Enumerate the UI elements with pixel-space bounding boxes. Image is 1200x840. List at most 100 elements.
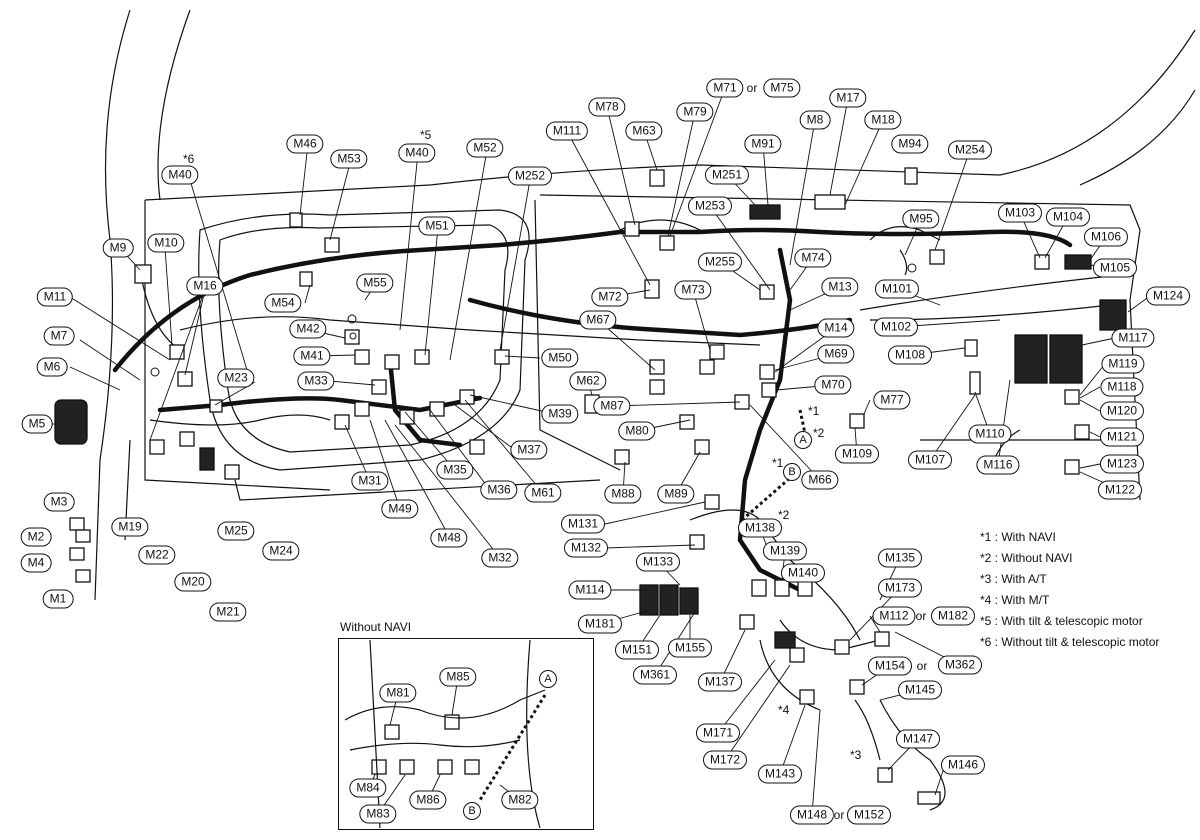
connector-label: M80 — [618, 421, 656, 441]
note-marker: *2 — [813, 426, 825, 440]
connector-label: M4 — [20, 553, 52, 573]
or-text: or — [916, 659, 928, 673]
connector-label: M132 — [563, 538, 609, 558]
connector-label: M36 — [480, 480, 518, 500]
legend-item: *1 : With NAVI — [980, 530, 1056, 544]
connector-label: M137 — [697, 672, 743, 692]
connector-label: M72 — [591, 287, 629, 307]
connector-label: M124 — [1145, 286, 1191, 306]
note-marker: *3 — [850, 748, 862, 762]
connector-label: M35 — [436, 460, 474, 480]
or-text: or — [746, 81, 758, 95]
connector-label: M135 — [877, 548, 923, 568]
connector-label: M74 — [794, 248, 832, 268]
connector-label: M40 — [398, 143, 436, 163]
inset-title: Without NAVI — [340, 620, 412, 634]
connector-label: M109 — [834, 444, 880, 464]
connector-label: M95 — [902, 209, 940, 229]
connector-label: M102 — [873, 317, 919, 337]
connector-label: M171 — [695, 723, 741, 743]
connector-label: M104 — [1045, 207, 1091, 227]
connector-label: M63 — [625, 121, 663, 141]
connector-label: M18 — [864, 110, 902, 130]
or-text: or — [833, 808, 845, 822]
connector-label: M82 — [501, 790, 539, 810]
connector-label: M70 — [814, 375, 852, 395]
note-marker: *1 — [772, 456, 784, 470]
connector-label: M42 — [289, 319, 327, 339]
connector-label: M11 — [36, 287, 74, 307]
connector-label: M24 — [262, 541, 300, 561]
connector-label: M51 — [418, 216, 456, 236]
connector-label: M17 — [829, 88, 867, 108]
connector-label: M66 — [801, 470, 839, 490]
connector-label: M1 — [42, 589, 74, 609]
connector-label: M37 — [510, 440, 548, 460]
connector-label: M119 — [1101, 354, 1145, 374]
connector-label: M32 — [481, 548, 519, 568]
connector-label: M122 — [1097, 480, 1143, 500]
point-a-marker: A — [539, 670, 557, 688]
connector-label: M138 — [737, 518, 783, 538]
connector-label: M55 — [356, 273, 394, 293]
connector-label: M147 — [895, 729, 941, 749]
connector-label: M152 — [846, 805, 892, 825]
connector-label: M121 — [1099, 427, 1145, 447]
connector-label: M107 — [907, 450, 953, 470]
connector-label: M19 — [111, 517, 149, 537]
connector-label: M31 — [351, 471, 389, 491]
connector-label: M103 — [997, 203, 1043, 223]
connector-label: M131 — [560, 514, 606, 534]
connector-label: M39 — [541, 404, 579, 424]
connector-label: M81 — [379, 683, 417, 703]
connector-label: M3 — [43, 492, 75, 512]
connector-label: M133 — [635, 552, 681, 572]
connector-label: M48 — [430, 528, 468, 548]
or-text: or — [915, 609, 927, 623]
connector-label: M5 — [21, 414, 53, 434]
legend-item: *3 : With A/T — [980, 572, 1047, 586]
connector-label: M111 — [545, 121, 589, 141]
connector-label: M53 — [330, 149, 368, 169]
connector-label: M46 — [286, 134, 324, 154]
legend-item: *4 : With M/T — [980, 593, 1050, 607]
connector-label: M105 — [1092, 258, 1138, 278]
connector-label: M21 — [209, 602, 247, 622]
connector-label: M25 — [217, 521, 255, 541]
legend-item: *6 : Without tilt & telescopic motor — [980, 635, 1160, 649]
connector-label: M173 — [877, 578, 923, 598]
connector-label: M108 — [887, 345, 933, 365]
connector-label: M118 — [1100, 377, 1144, 397]
connector-label: M362 — [937, 655, 983, 675]
point-a-marker: A — [794, 431, 812, 449]
connector-label: M252 — [507, 166, 553, 186]
connector-label: M106 — [1083, 227, 1129, 247]
connector-label: M112 — [872, 606, 916, 626]
connector-label: M23 — [217, 368, 255, 388]
connector-label: M114 — [568, 580, 612, 600]
connector-label: M52 — [466, 138, 504, 158]
connector-label: M120 — [1099, 401, 1145, 421]
connector-label: M49 — [381, 499, 419, 519]
connector-label: M181 — [577, 614, 623, 634]
connector-label: M54 — [264, 293, 302, 313]
legend-item: *5 : With tilt & telescopic motor — [980, 614, 1143, 628]
connector-label: M7 — [43, 326, 75, 346]
connector-label: M20 — [174, 572, 212, 592]
connector-label: M13 — [821, 277, 859, 297]
connector-label: M254 — [947, 140, 993, 160]
connector-label: M251 — [704, 165, 750, 185]
connector-label: M77 — [873, 390, 911, 410]
connector-label: M50 — [541, 348, 579, 368]
connector-label: M154 — [867, 656, 913, 676]
connector-label: M33 — [297, 371, 335, 391]
connector-label: M255 — [697, 252, 743, 272]
connector-label: M87 — [593, 396, 631, 416]
connector-label: M361 — [632, 665, 678, 685]
connector-label: M155 — [667, 638, 713, 658]
connector-label: M83 — [359, 804, 397, 824]
connector-label: M182 — [930, 606, 976, 626]
connector-label: M14 — [817, 318, 855, 338]
connector-label: M75 — [763, 78, 801, 98]
